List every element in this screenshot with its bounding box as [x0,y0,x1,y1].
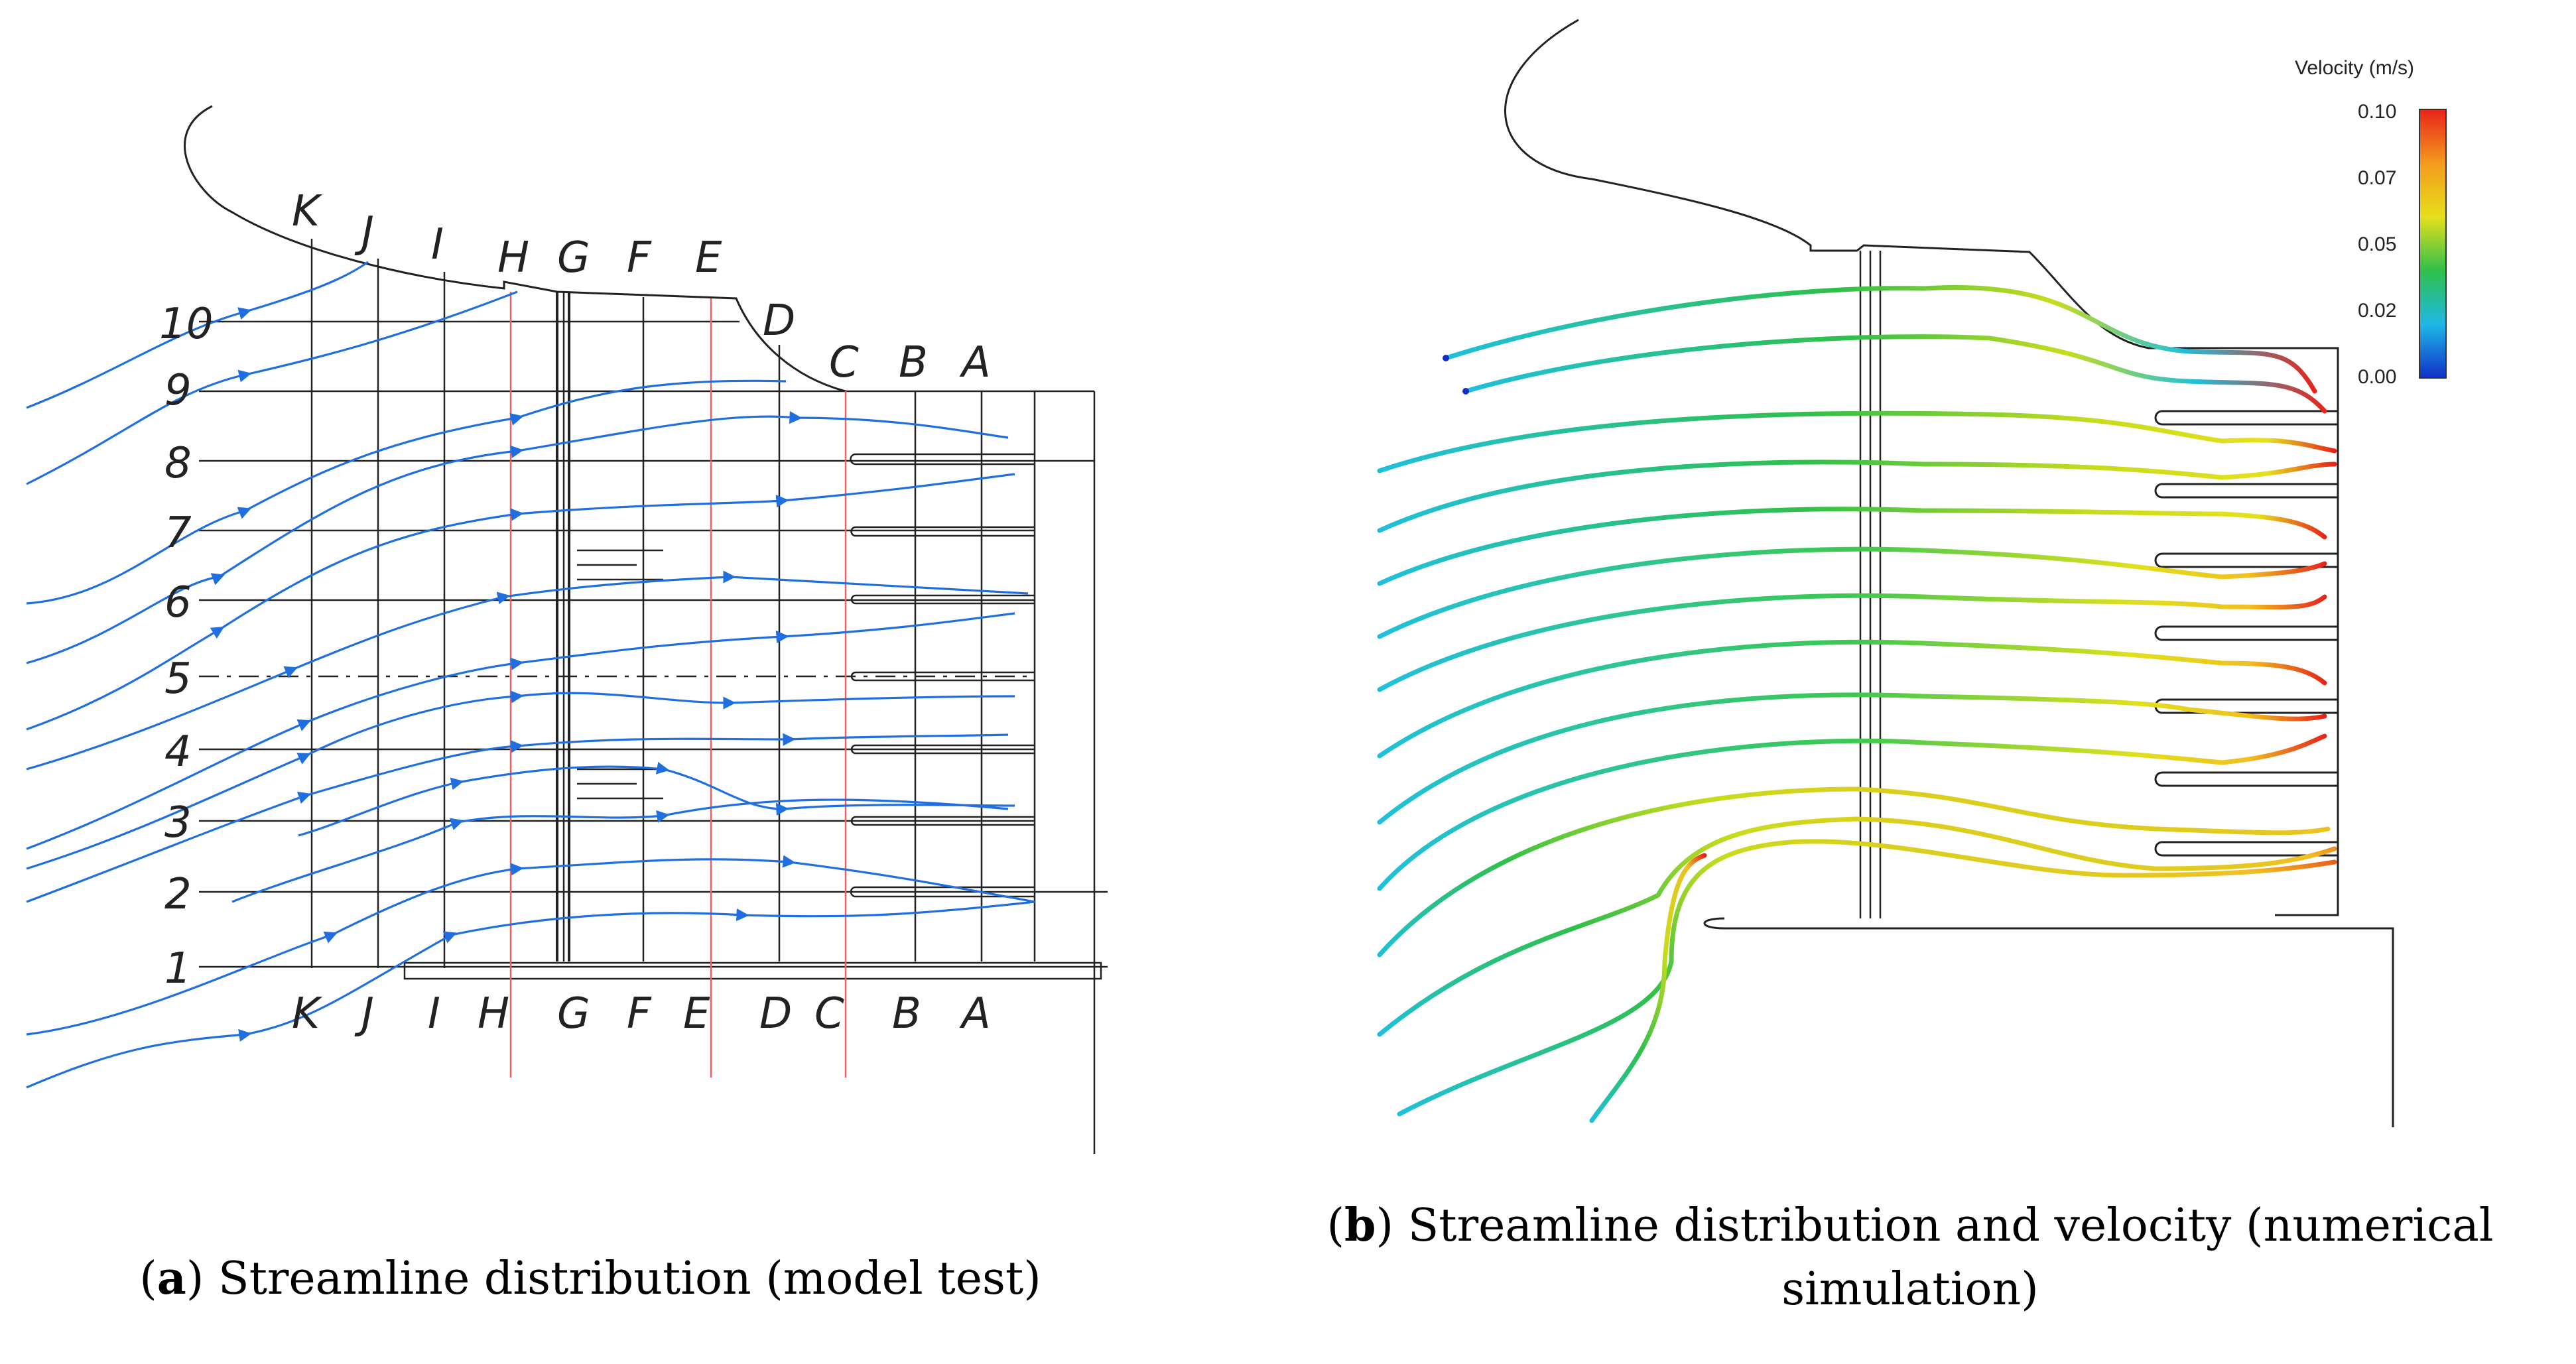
caption-a-text: Streamline distribution (model test) [218,1253,1041,1305]
a-streamline [26,900,1035,1089]
caption-a-letter: a [157,1252,186,1305]
colorbar-tick: 0.05 [2358,233,2396,255]
col-label: J [354,989,374,1038]
col-label: K [292,989,323,1038]
col-label: D [759,989,792,1038]
col-label: I [428,989,440,1038]
colorbar-tick: 0.00 [2358,366,2396,388]
col-label: B [892,989,921,1038]
caption-b-letter: b [1344,1199,1376,1252]
col-label: G [557,989,590,1038]
b-streamline [1377,507,2327,586]
b-streamline [1377,593,2327,692]
row-label: 10 [159,300,213,349]
col-label: A [959,338,991,387]
seed-point [1443,355,1449,361]
colorbar-ramp [2419,109,2447,379]
a-streamline [26,410,1009,664]
seed-point [1462,388,1469,395]
panel-b-numerical-simulation: Velocity (m/s) 0.10 0.07 0.05 0.02 0.00 [1377,19,2447,1127]
row-label: 2 [164,870,192,919]
panel-a-streamlines [26,261,1035,1089]
caption-b: (b) Streamline distribution and velocity… [1260,1194,2560,1322]
col-label: A [959,989,991,1038]
colorbar-tick: 0.02 [2358,300,2396,322]
row-label: 7 [164,509,192,558]
caption-a: (a) Streamline distribution (model test) [139,1252,1041,1305]
panel-a-col-labels-bottom: K J I H G F E D C B A [292,989,991,1038]
colorbar-tick: 0.10 [2358,101,2396,123]
b-streamline [1377,816,2337,1037]
panel-a-row-labels: 10 9 8 7 6 5 4 3 2 1 [159,300,213,993]
col-label: K [292,187,323,236]
a-streamline [26,261,369,409]
caption-b-line1: (b) Streamline distribution and velocity… [1326,1199,2494,1252]
row-label: 8 [164,439,192,488]
a-streamline [26,733,1009,903]
a-streamline [26,570,1029,771]
b-streamline [1377,639,2327,759]
b-streamline [1377,410,2337,473]
col-label: D [763,296,795,345]
col-label: J [354,208,374,257]
col-label: F [627,233,652,282]
panel-b-floor [1703,917,2394,1127]
panel-a-model-test: K J I H G F E D C B A K J I H G F E [26,105,1108,1154]
col-label: C [829,338,859,387]
b-streamline [1377,692,2327,825]
a-streamline [26,612,1015,850]
panel-a-boundary [184,105,846,393]
row-label: 9 [164,366,192,415]
a-streamline [26,290,518,485]
col-label: H [478,989,509,1038]
b-streamline [1377,733,2327,891]
col-label: I [431,220,444,269]
col-label: F [627,989,652,1038]
colorbar-title: Velocity (m/s) [2295,57,2414,79]
a-streamline [26,379,787,605]
row-label: 3 [164,798,192,847]
row-label: 5 [164,654,192,704]
row-label: 6 [164,578,192,627]
col-label: B [899,338,928,387]
a-streamline [26,473,1015,731]
a-streamline [298,761,1015,837]
colorbar-tick: 0.07 [2358,167,2396,189]
a-streamline [26,855,1035,1036]
panel-b-rack [1859,251,1882,918]
row-label: 1 [164,944,192,993]
b-streamline [1443,285,2317,394]
b-streamline [1463,334,2327,414]
b-streamline [1377,460,2337,533]
col-label: C [814,989,844,1038]
col-label: E [695,233,722,282]
b-streamline [1397,839,2337,1117]
b-streamline [1377,546,2327,639]
col-label: E [683,989,710,1038]
panel-b-boundary [1504,19,2339,916]
row-label: 4 [164,727,192,776]
b-streamline [1589,853,1707,1123]
panel-b-streamlines [1377,285,2337,1123]
a-streamline [26,690,1015,870]
b-streamline [1377,786,2331,958]
caption-b-line2: simulation) [1781,1263,2039,1316]
panel-a-col-labels-top: K J I H G F E D C B A [292,187,991,387]
caption-b-text-1: Streamline distribution and velocity (nu… [1407,1200,2494,1252]
col-label: H [497,233,529,282]
panel-a-section-lines [509,292,847,1078]
col-label: G [557,233,590,282]
colorbar: Velocity (m/s) 0.10 0.07 0.05 0.02 0.00 [2295,57,2447,388]
